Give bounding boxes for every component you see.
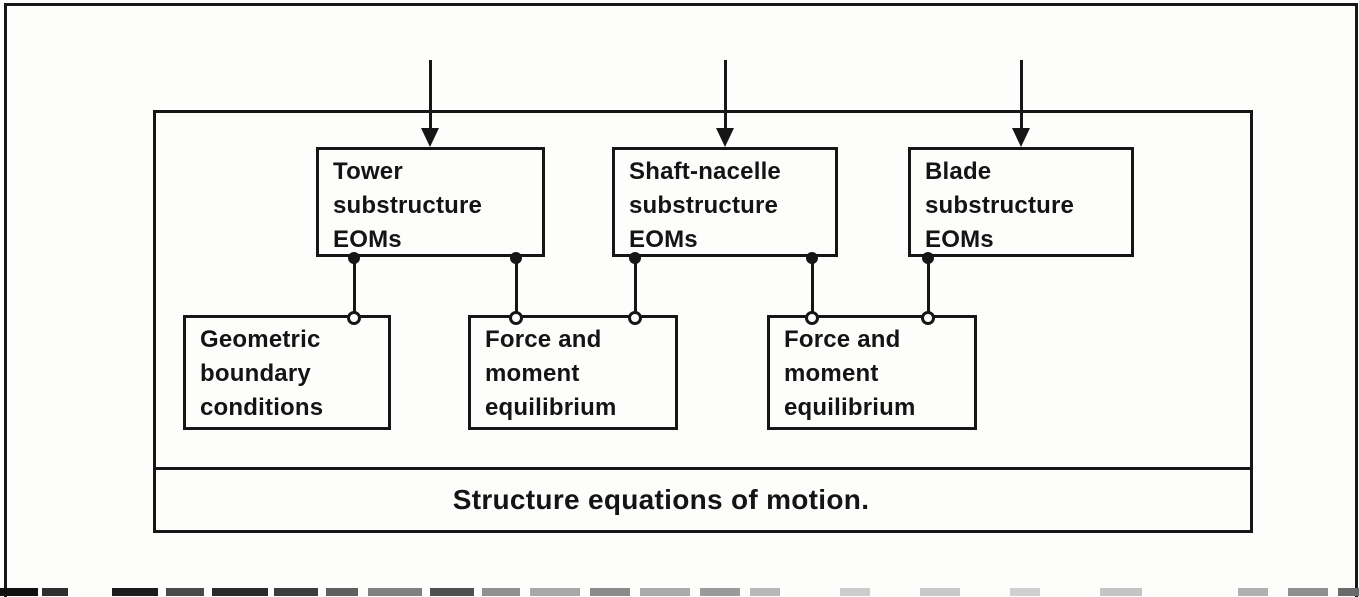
open-ring-icon bbox=[805, 311, 819, 325]
arrow-head-icon bbox=[716, 128, 734, 147]
arrow-head-icon bbox=[421, 128, 439, 147]
open-ring-icon bbox=[347, 311, 361, 325]
connector-line bbox=[634, 257, 637, 318]
box-line: boundary bbox=[200, 360, 311, 387]
connector-line bbox=[811, 257, 814, 318]
outer-border bbox=[4, 3, 1358, 597]
box-blade-substructure-eoms: Blade substructure EOMs bbox=[908, 147, 1134, 257]
box-line: EOMs bbox=[333, 226, 402, 253]
open-ring-icon bbox=[628, 311, 642, 325]
filled-dot-icon bbox=[629, 252, 641, 264]
box-line: Blade bbox=[925, 158, 992, 185]
box-line: Shaft-nacelle bbox=[629, 158, 781, 185]
box-line: substructure bbox=[629, 192, 779, 219]
filled-dot-icon bbox=[510, 252, 522, 264]
box-force-moment-equilibrium-2: Force and moment equilibrium bbox=[767, 315, 977, 430]
box-line: Geometric bbox=[200, 326, 321, 353]
box-line: moment bbox=[485, 360, 580, 387]
arrow-shaft bbox=[1020, 60, 1023, 132]
box-force-moment-equilibrium-1: Force and moment equilibrium bbox=[468, 315, 678, 430]
arrow-head-icon bbox=[1012, 128, 1030, 147]
box-line: Force and bbox=[784, 326, 901, 353]
box-line: EOMs bbox=[629, 226, 698, 253]
connector-line bbox=[515, 257, 518, 318]
structure-eom-container: Structure equations of motion. bbox=[153, 110, 1253, 533]
box-line: conditions bbox=[200, 394, 324, 421]
box-tower-substructure-eoms: Tower substructure EOMs bbox=[316, 147, 545, 257]
filled-dot-icon bbox=[806, 252, 818, 264]
arrow-shaft bbox=[429, 60, 432, 132]
box-line: moment bbox=[784, 360, 879, 387]
box-line: substructure bbox=[333, 192, 483, 219]
box-geometric-boundary-conditions: Geometric boundary conditions bbox=[183, 315, 391, 430]
connector-line bbox=[353, 257, 356, 318]
box-line: EOMs bbox=[925, 226, 994, 253]
box-line: substructure bbox=[925, 192, 1075, 219]
filled-dot-icon bbox=[922, 252, 934, 264]
scan-artifact-strip bbox=[0, 588, 1359, 597]
connector-line bbox=[927, 257, 930, 318]
box-line: Force and bbox=[485, 326, 602, 353]
open-ring-icon bbox=[509, 311, 523, 325]
box-shaft-nacelle-substructure-eoms: Shaft-nacelle substructure EOMs bbox=[612, 147, 838, 257]
box-line: Tower bbox=[333, 158, 403, 185]
filled-dot-icon bbox=[348, 252, 360, 264]
box-line: equilibrium bbox=[784, 394, 916, 421]
caption-text: Structure equations of motion. bbox=[452, 484, 870, 515]
open-ring-icon bbox=[921, 311, 935, 325]
arrow-shaft bbox=[724, 60, 727, 132]
box-line: equilibrium bbox=[485, 394, 617, 421]
caption-bar: Structure equations of motion. bbox=[156, 467, 1250, 530]
